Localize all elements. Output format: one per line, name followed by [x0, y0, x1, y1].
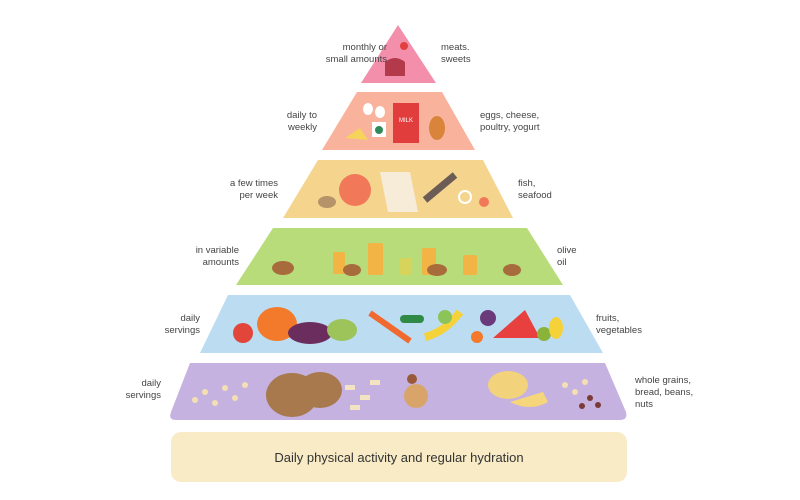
- tier-1-foods: meats. sweets: [441, 42, 471, 65]
- tier-olive-oil: [236, 228, 563, 285]
- meat-icon: [385, 42, 408, 76]
- base-activity-bar: Daily physical activity and regular hydr…: [171, 432, 627, 482]
- tier-4-foods: olive oil: [557, 245, 577, 268]
- tier-1-frequency: monthly or small amounts: [325, 42, 387, 65]
- tier-3-frequency: a few times per week: [229, 178, 278, 201]
- milk-carton-label: MILK: [399, 118, 413, 124]
- tier-5-foods: fruits, vegetables: [596, 313, 642, 336]
- tier-2-foods: eggs, cheese, poultry, yogurt: [480, 110, 540, 133]
- produce-icons: [233, 307, 563, 344]
- tier-2-frequency: daily to weekly: [286, 110, 317, 133]
- tier-4-frequency: in variable amounts: [195, 245, 239, 268]
- grain-icons: [192, 371, 601, 417]
- base-activity-text: Daily physical activity and regular hydr…: [274, 449, 524, 465]
- fish-icons: [318, 172, 489, 212]
- tier-6-frequency: daily servings: [125, 378, 161, 401]
- tier-5-frequency: daily servings: [164, 313, 200, 336]
- dairy-icons: MILK: [345, 103, 445, 143]
- tier-meats-sweets: [361, 25, 436, 83]
- olive-oil-icons: [272, 243, 521, 276]
- tier-grains-beans: [170, 363, 627, 420]
- tier-3-foods: fish, seafood: [518, 178, 552, 201]
- tier-6-foods: whole grains, bread, beans, nuts: [635, 375, 694, 410]
